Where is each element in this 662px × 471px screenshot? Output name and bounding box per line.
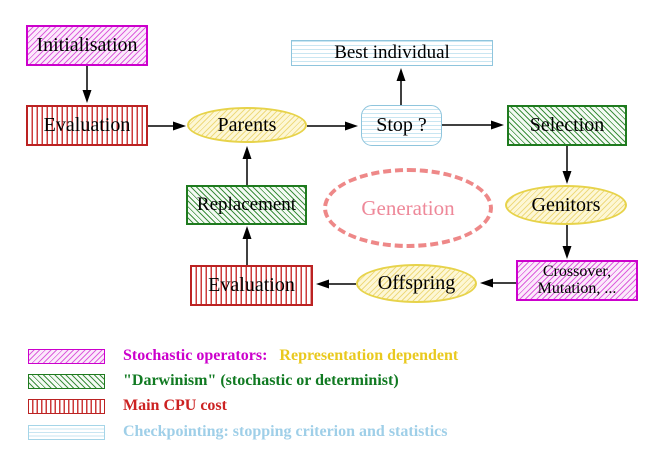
arrow-evaluation-to-replacement [242,226,252,265]
legend-row-stochastic-operators: Stochastic operators: Representation dep… [28,347,458,365]
node-best-individual: Best individual [291,40,493,66]
legend-row-darwinism: "Darwinism" (stochastic or determinist) [28,372,399,390]
node-selection-label: Selection [529,114,605,136]
node-offspring-label: Offspring [377,272,456,294]
arrow-selection-to-genitors [562,146,572,184]
node-replacement-label: Replacement [196,194,297,216]
legend-label-representation-dependent: Representation dependent [279,347,459,364]
magenta-hatch-swatch-icon [28,348,105,364]
arrow-offspring-to-evaluation [316,279,356,289]
arrow-genitors-to-crossover [562,225,572,259]
legend-label-main-cpu-cost: Main CPU cost [123,397,227,414]
node-evaluation-top-label: Evaluation [43,114,131,136]
node-stop-label: Stop ? [376,114,427,136]
arrow-replacement-to-parents [242,146,252,185]
green-hatch-swatch-icon [28,373,105,389]
arrow-initialisation-to-evaluation [82,66,92,103]
generation-label: Generation [361,195,455,220]
legend-label-checkpointing: Checkpointing: stopping criterion and st… [123,423,448,440]
node-best-individual-label: Best individual [334,42,450,64]
arrow-crossover-to-offspring [480,278,516,288]
arrow-stop-to-selection [442,120,504,130]
node-evaluation-bottom-label: Evaluation [208,274,295,296]
node-initialisation-label: Initialisation [36,34,138,56]
red-stripe-swatch-icon [28,398,105,414]
node-evaluation-top: Evaluation [26,105,148,146]
arrow-evaluation-to-parents [148,121,186,131]
node-genitors-label: Genitors [531,193,601,216]
node-offspring: Offspring [356,264,477,303]
node-crossover-line2: Mutation, ... [537,279,617,297]
node-evaluation-bottom: Evaluation [190,265,313,306]
generation-loop-ellipse: Generation [323,168,493,248]
node-crossover-line1: Crossover, [542,262,612,280]
legend-label-darwinism: "Darwinism" (stochastic or determinist) [123,372,399,389]
legend-row-main-cpu-cost: Main CPU cost [28,397,227,415]
node-replacement: Replacement [186,185,307,225]
arrow-stop-to-best-individual [396,68,406,105]
arrow-parents-to-stop [307,121,358,131]
node-initialisation: Initialisation [26,25,148,66]
legend-label-stochastic-operators: Stochastic operators: [123,347,268,364]
node-parents: Parents [187,107,307,143]
node-genitors: Genitors [505,185,627,225]
legend-row-checkpointing: Checkpointing: stopping criterion and st… [28,423,447,441]
node-selection: Selection [507,105,627,146]
node-parents-label: Parents [217,113,277,136]
blue-stripe-swatch-icon [28,424,105,440]
node-stop: Stop ? [361,105,442,146]
node-crossover-mutation: Crossover, Mutation, ... [516,260,638,301]
